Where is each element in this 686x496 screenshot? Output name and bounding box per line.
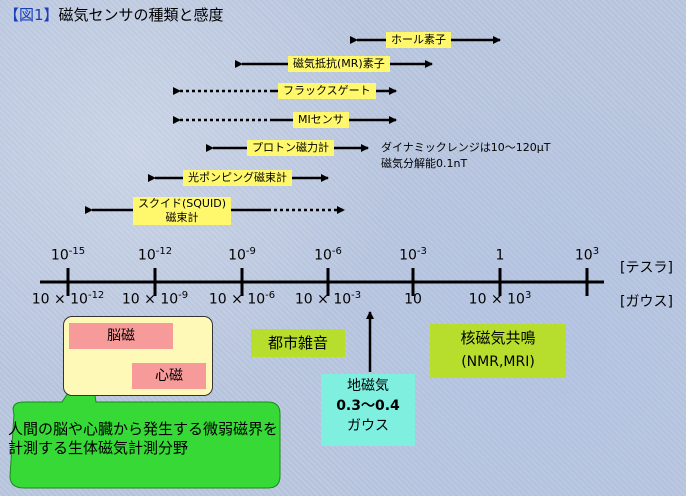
- gauss-unit-label: [ガウス]: [620, 294, 673, 310]
- tesla-tick: 10-6: [314, 246, 342, 264]
- proton-note-range: ダイナミックレンジは10～120μT: [381, 141, 551, 154]
- tesla-tick: 10-3: [399, 246, 427, 264]
- sensor-label-squid: スクイド(SQUID) 磁束計: [133, 197, 231, 225]
- sensor-label-fluxgate: フラックスゲート: [278, 83, 376, 99]
- tesla-tick: 10-15: [50, 246, 86, 264]
- earth-field-box: 地磁気 0.3～0.4 ガウス: [321, 374, 415, 446]
- heart-magnetism-box: 心磁: [132, 363, 206, 389]
- biomagnetism-callout-text: 人間の脳や心臓から発生する微弱磁界を計測する生体磁気計測分野: [8, 420, 279, 457]
- figure-number: 【図1】: [4, 6, 59, 24]
- tesla-tick: 10-9: [228, 246, 256, 264]
- tesla-unit-label: [テスラ]: [620, 260, 673, 276]
- urban-noise-box: 都市雑音: [251, 329, 345, 357]
- nmr-box: 核磁気共鳴 (NMR,MRI): [430, 324, 566, 378]
- earth-field-line2: 0.3～0.4: [336, 398, 400, 414]
- gauss-tick: 10: [404, 291, 422, 308]
- sensor-label-mr: 磁気抵抗(MR)素子: [288, 56, 390, 72]
- nmr-line1: 核磁気共鳴: [460, 329, 536, 347]
- nmr-line2: (NMR,MRI): [461, 354, 535, 370]
- gauss-tick: 10 × 10-3: [294, 290, 362, 308]
- tesla-tick: 1: [495, 247, 505, 264]
- figure-title-text: 磁気センサの種類と感度: [58, 6, 224, 24]
- figure-title: 【図1】磁気センサの種類と感度: [4, 4, 224, 25]
- earth-field-line3: ガウス: [347, 418, 389, 434]
- biomagnetism-region: 脳磁 心磁: [63, 316, 213, 396]
- sensor-label-hall: ホール素子: [386, 32, 451, 48]
- proton-note-resolution: 磁気分解能0.1nT: [381, 157, 468, 170]
- brain-magnetism-box: 脳磁: [69, 323, 173, 349]
- earth-field-line1: 地磁気: [347, 378, 389, 394]
- gauss-tick: 10 × 10-9: [121, 290, 189, 308]
- axis-ticks: [66, 268, 589, 296]
- tesla-tick: 10-12: [137, 246, 173, 264]
- sensor-label-mi: MIセンサ: [293, 112, 349, 128]
- sensor-label-optical: 光ポンピング磁束計: [183, 170, 292, 186]
- gauss-tick: 10 × 103: [468, 290, 532, 308]
- gauss-tick: 10 × 10-6: [208, 290, 276, 308]
- sensor-label-proton: プロトン磁力計: [247, 140, 334, 156]
- gauss-tick: 10 × 10-12: [31, 290, 105, 308]
- tesla-tick: 103: [574, 246, 600, 264]
